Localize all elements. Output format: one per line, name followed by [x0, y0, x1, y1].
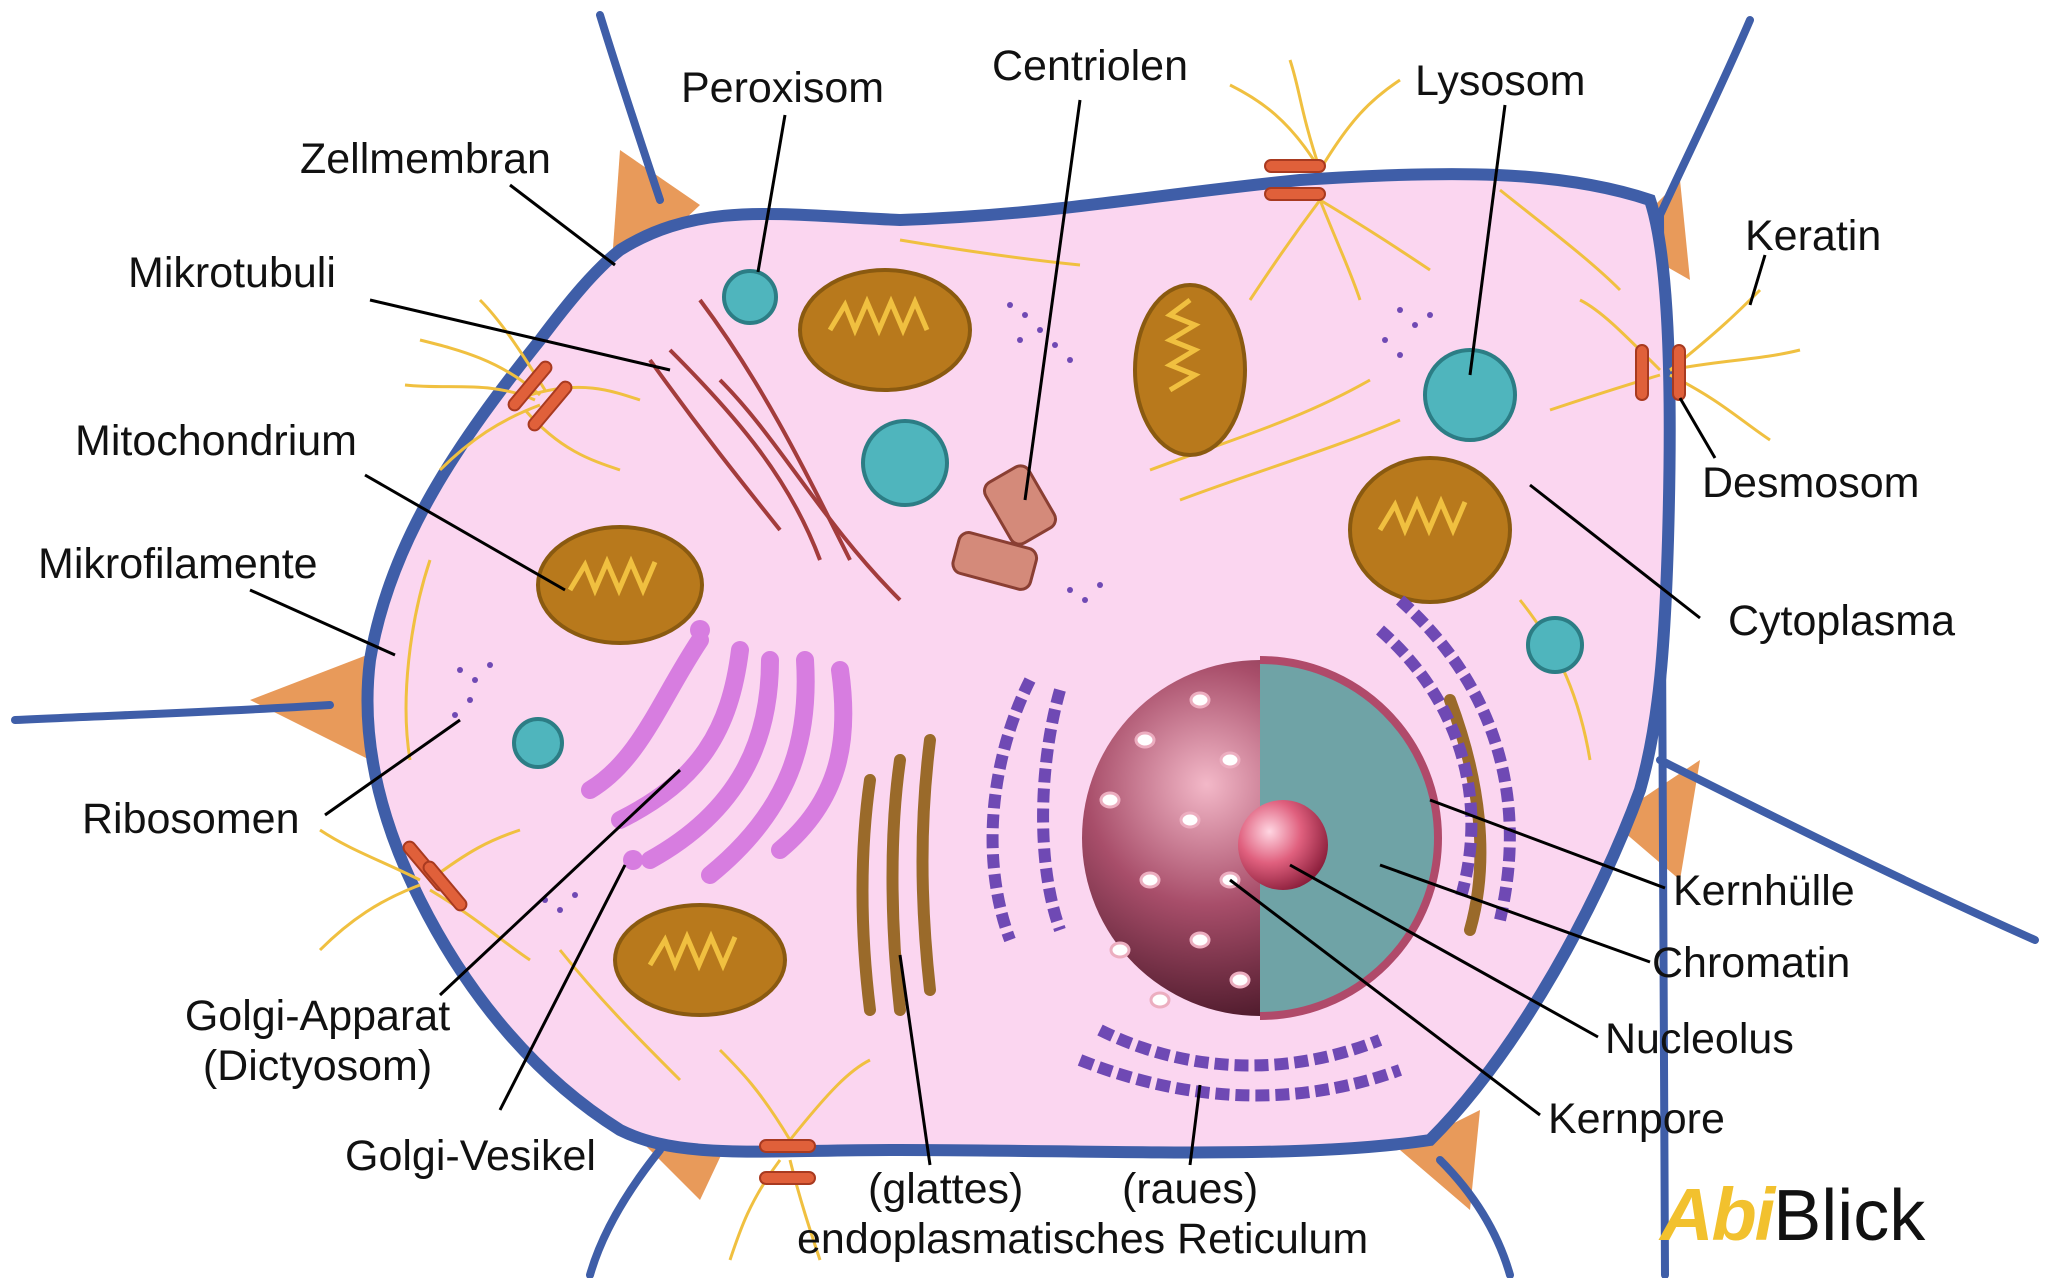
label-kernpore: Kernpore — [1548, 1098, 1725, 1141]
label-chromatin: Chromatin — [1652, 942, 1850, 985]
label-keratin: Keratin — [1745, 215, 1881, 258]
cell-body — [367, 174, 1669, 1152]
label-mitochondrium: Mitochondrium — [75, 420, 357, 463]
logo-blick: Blick — [1773, 1176, 1925, 1256]
label-nucleolus: Nucleolus — [1605, 1018, 1794, 1061]
abiblick-logo: AbiBlick — [1660, 1178, 1925, 1252]
label-ribosomen: Ribosomen — [82, 798, 300, 841]
nucleus — [1082, 660, 1438, 1016]
label-dictyosom: (Dictyosom) — [165, 1045, 470, 1088]
label-mikrofilamente: Mikrofilamente — [38, 543, 318, 586]
label-desmosom: Desmosom — [1702, 462, 1919, 505]
label-er: endoplasmatisches Reticulum — [797, 1218, 1368, 1261]
label-raues: (raues) — [1122, 1168, 1258, 1211]
label-golgi-apparat: Golgi-Apparat — [165, 995, 470, 1038]
label-centriolen: Centriolen — [992, 45, 1188, 88]
label-zellmembran: Zellmembran — [300, 138, 551, 181]
label-lysosom: Lysosom — [1415, 60, 1585, 103]
label-peroxisom: Peroxisom — [681, 67, 884, 110]
label-cytoplasma: Cytoplasma — [1728, 600, 1955, 643]
label-mikrotubuli: Mikrotubuli — [128, 252, 336, 295]
logo-abi: Abi — [1660, 1173, 1773, 1256]
label-glattes: (glattes) — [868, 1168, 1023, 1211]
label-kernhuelle: Kernhülle — [1673, 870, 1855, 913]
label-golgi-vesikel: Golgi-Vesikel — [345, 1135, 596, 1178]
